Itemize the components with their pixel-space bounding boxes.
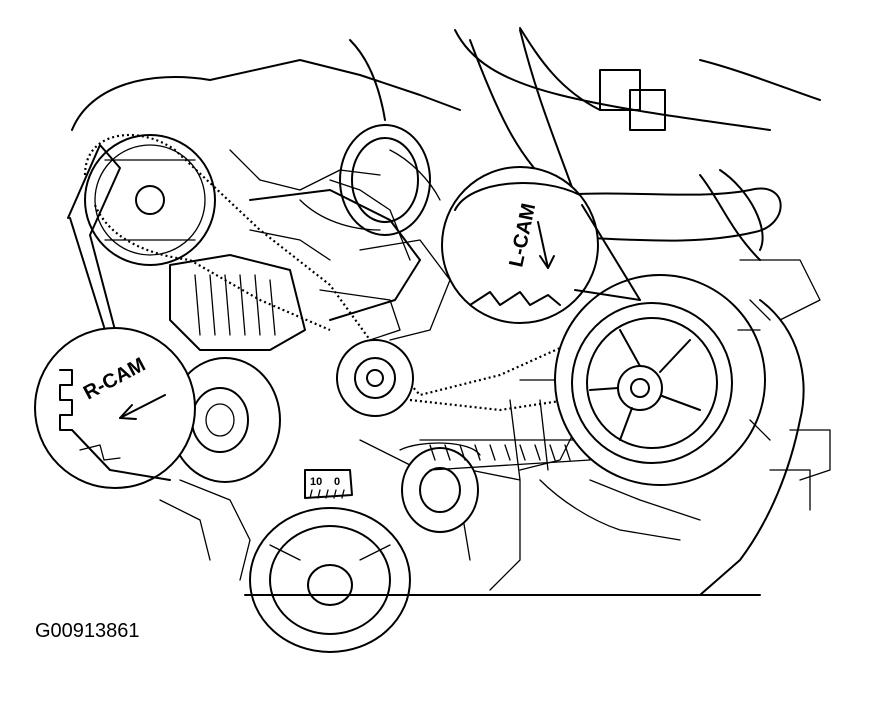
intake-port <box>339 124 431 236</box>
crankshaft-damper-pulley <box>249 507 411 653</box>
timing-scale: 10 0 <box>304 469 353 499</box>
scale-label-left: 10 <box>310 476 322 488</box>
right-camshaft-pulley <box>84 134 216 266</box>
figure-id-caption: G00913861 <box>35 620 140 642</box>
scale-label-right: 0 <box>334 476 340 488</box>
left-camshaft-pulley <box>554 274 771 486</box>
idler-pulley <box>336 339 414 417</box>
l-cam-callout: L-CAM <box>441 166 641 324</box>
timing-belt <box>83 133 651 412</box>
water-pump <box>169 189 451 351</box>
crankshaft-timing-pulley <box>399 439 591 533</box>
r-cam-callout: R-CAM <box>34 144 196 489</box>
